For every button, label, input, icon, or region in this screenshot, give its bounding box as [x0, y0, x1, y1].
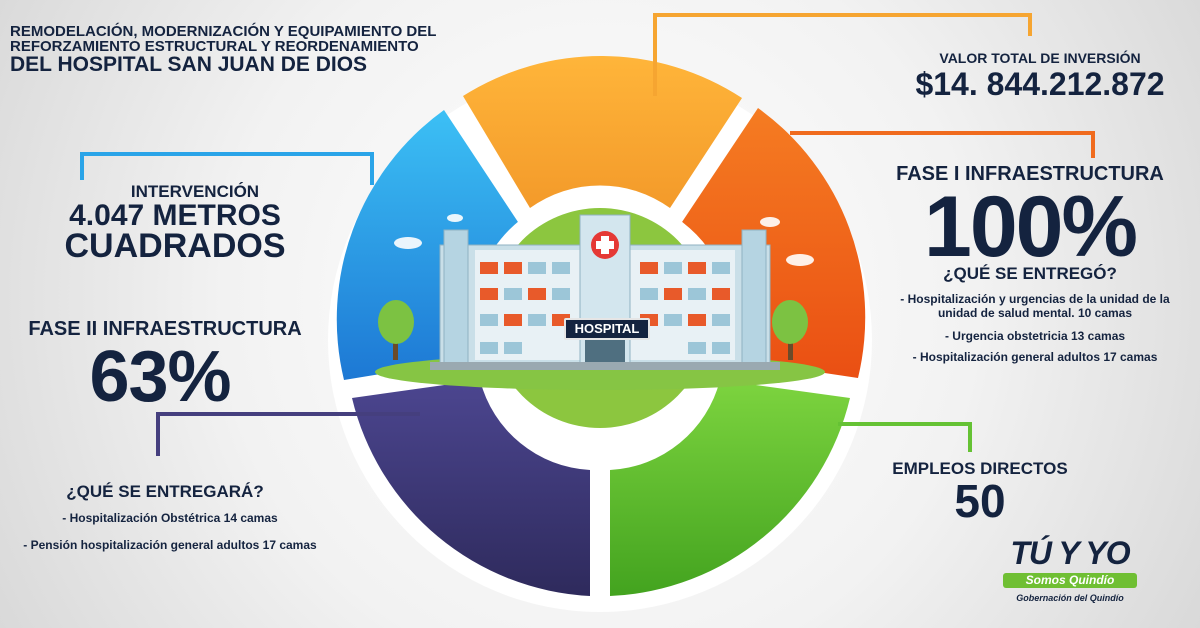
phase2-title: FASE II INFRAESTRUCTURA	[28, 318, 302, 340]
connector-phase2	[156, 412, 420, 456]
phase1-item: - Hospitalización y urgencias de la unid…	[900, 292, 1170, 320]
investment-label: VALOR TOTAL DE INVERSIÓN	[939, 50, 1141, 66]
tree-right	[772, 300, 808, 360]
phase2-item: - Pensión hospitalización general adulto…	[23, 538, 317, 552]
employment-value: 50	[954, 475, 1006, 527]
segment-phase1	[682, 108, 866, 378]
connector-intervention	[80, 152, 374, 185]
intervention-line1: 4.047 METROS	[69, 199, 281, 232]
segment-phase2	[352, 380, 590, 596]
logo-gov-text: Gobernación del Quindío	[1016, 593, 1124, 603]
hospital-illustration	[430, 214, 780, 370]
employment-label: EMPLEOS DIRECTOS	[892, 459, 1068, 478]
page-title: Remodelación, modernización y equipamien…	[10, 24, 530, 76]
title-line1: Remodelación, modernización y equipamien…	[10, 23, 437, 40]
title-line2: reforzamiento estructural y reordenamien…	[10, 38, 419, 55]
segment-investment	[463, 56, 742, 209]
intervention-label: INTERVENCIÓN	[130, 182, 260, 201]
clouds	[394, 214, 814, 266]
logo-main-text: TÚ Y YO	[1010, 535, 1130, 571]
segment-employment	[610, 380, 850, 596]
investment-value: $14. 844.212.872	[915, 66, 1165, 102]
intervention-line2: CUADRADOS	[64, 227, 286, 265]
tree-left	[378, 300, 414, 360]
phase2-percent: 63%	[89, 337, 231, 417]
phase2-question: ¿QUÉ SE ENTREGARÁ?	[66, 482, 264, 501]
logo-sub-text: Somos Quindío	[1003, 573, 1137, 588]
phase2-item: - Hospitalización Obstétrica 14 camas	[62, 511, 278, 525]
connector-employment	[838, 422, 972, 452]
government-logo: TÚ Y YO Somos Quindío Gobernación del Qu…	[995, 535, 1145, 615]
connector-investment	[653, 13, 1032, 96]
connector-phase1	[790, 131, 1095, 158]
phase1-item: - Hospitalización general adultos 17 cam…	[912, 350, 1158, 364]
phase1-title: FASE I INFRAESTRUCTURA	[896, 163, 1164, 185]
hospital-sign: HOSPITAL	[564, 318, 650, 340]
phase1-question: ¿QUÉ SE ENTREGÓ?	[943, 264, 1117, 283]
title-line3: del Hospital San Juan de Dios	[10, 53, 368, 76]
phase1-percent: 100%	[924, 179, 1138, 275]
phase1-item: - Urgencia obstetricia 13 camas	[944, 329, 1126, 343]
